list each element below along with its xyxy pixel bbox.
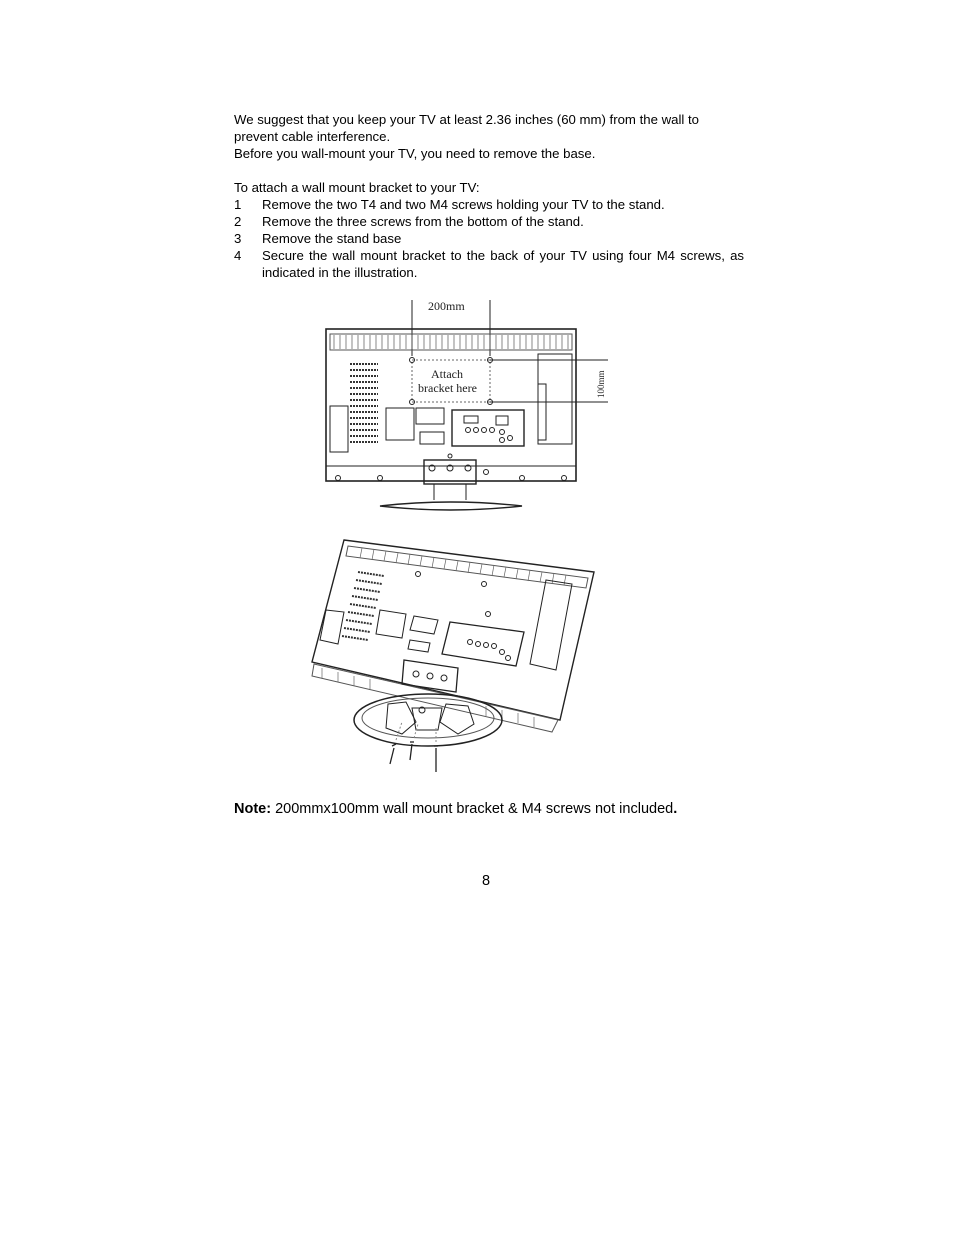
- step-number: 2: [234, 214, 242, 229]
- step-text: Secure the wall mount bracket to the bac…: [262, 248, 744, 280]
- page-number: 8: [482, 873, 491, 889]
- step-text: Remove the two T4 and two M4 screws hold…: [262, 197, 665, 212]
- list-item: 4 Secure the wall mount bracket to the ba…: [234, 247, 744, 281]
- intro-line-3: Before you wall-mount your TV, you need …: [234, 146, 596, 161]
- steps-list: 1 Remove the two T4 and two M4 screws hol…: [234, 196, 744, 281]
- tv-stand-removal-illustration: [311, 539, 595, 772]
- bracket-label-line-1: Attach: [431, 367, 463, 381]
- list-item: 2 Remove the three screws from the bottom…: [234, 213, 744, 230]
- steps-heading: To attach a wall mount bracket to your T…: [234, 180, 480, 195]
- note-period: .: [673, 801, 678, 817]
- step-number: 4: [234, 248, 242, 263]
- height-dimension-label: 100mm: [596, 370, 606, 398]
- step-number: 3: [234, 231, 242, 246]
- note-label: Note:: [234, 801, 272, 817]
- width-dimension-label: 200mm: [428, 299, 465, 313]
- step-text: Remove the three screws from the bottom …: [262, 214, 584, 229]
- list-item: 1 Remove the two T4 and two M4 screws hol…: [234, 196, 744, 213]
- tv-rear-view-illustration: 200mm Attach bracket here 100mm: [325, 299, 608, 511]
- list-item: 3 Remove the stand base: [234, 230, 744, 247]
- intro-line-1: We suggest that you keep your TV at leas…: [234, 112, 699, 127]
- intro-line-2: prevent cable interference.: [234, 129, 391, 144]
- note-text: 200mmx100mm wall mount bracket & M4 scre…: [271, 801, 674, 817]
- bracket-label-line-2: bracket here: [418, 381, 477, 395]
- step-number: 1: [234, 197, 242, 212]
- step-text: Remove the stand base: [262, 231, 402, 246]
- note-line: Note: 200mmx100mm wall mount bracket & M…: [234, 800, 677, 818]
